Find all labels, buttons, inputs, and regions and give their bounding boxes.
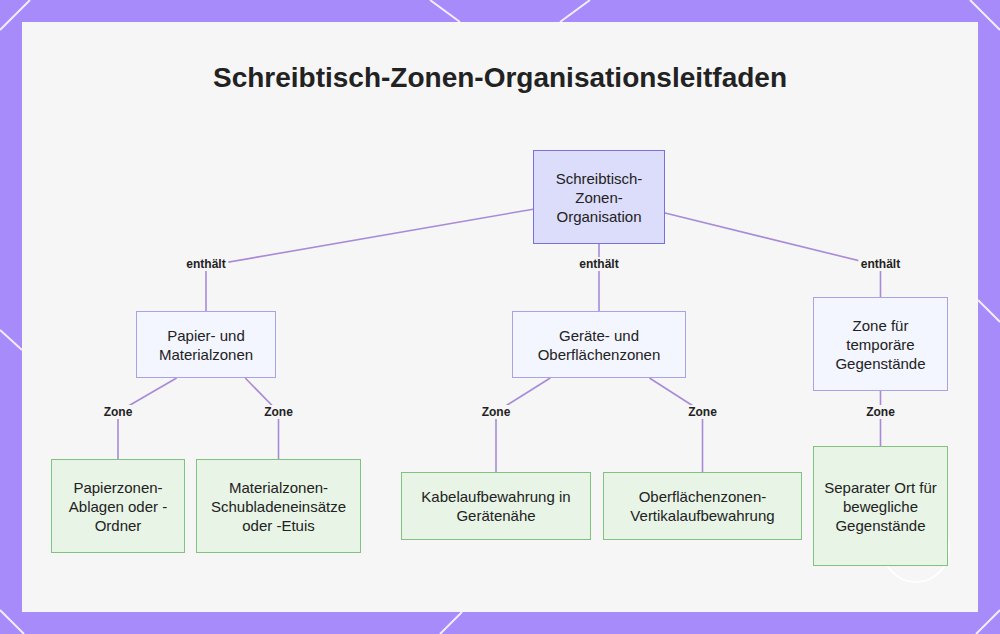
category-box: Zone für temporäre Gegenstände: [813, 297, 948, 391]
node-text: Geräte- und Oberflächenzonen: [523, 326, 675, 364]
node-text: Schreibtisch- Zonen- Organisation: [544, 169, 654, 226]
root-box: Schreibtisch- Zonen- Organisation: [533, 150, 665, 244]
connector-line: [649, 378, 702, 472]
edge-label: Zone: [685, 405, 720, 419]
edge-label: Zone: [479, 405, 514, 419]
zone-box: Kabelaufbewahrung in Gerätenähe: [401, 472, 591, 540]
node-text: Separater Ort für bewegliche Gegenstände: [824, 478, 937, 535]
edge-label: enthält: [183, 257, 228, 271]
zone-box: Oberflächenzonen- Vertikalaufbewahrung: [603, 472, 802, 540]
edge-label: Zone: [863, 405, 898, 419]
edge-label: enthält: [858, 257, 903, 271]
connector-line: [496, 378, 550, 472]
zone-box: Papierzonen- Ablagen oder -Ordner: [51, 459, 185, 553]
edge-label: Zone: [101, 405, 136, 419]
edge-label: enthält: [576, 257, 621, 271]
node-text: Kabelaufbewahrung in Gerätenähe: [412, 487, 580, 525]
node-text: Oberflächenzonen- Vertikalaufbewahrung: [614, 487, 791, 525]
zone-box: Materialzonen- Schubladeneinsätze oder -…: [196, 459, 361, 553]
category-box: Geräte- und Oberflächenzonen: [512, 311, 686, 378]
node-text: Papier- und Materialzonen: [147, 326, 265, 364]
connector-line: [665, 213, 881, 297]
connector-line: [598, 244, 600, 311]
diagram-title: Schreibtisch-Zonen-Organisationsleitfade…: [0, 62, 1000, 94]
node-text: Zone für temporäre Gegenstände: [824, 316, 937, 373]
node-text: Papierzonen- Ablagen oder -Ordner: [62, 478, 174, 535]
edge-label: Zone: [261, 405, 296, 419]
category-box: Papier- und Materialzonen: [136, 311, 276, 378]
node-text: Materialzonen- Schubladeneinsätze oder -…: [207, 478, 350, 535]
zone-box: Separater Ort für bewegliche Gegenstände: [813, 446, 948, 566]
connector-line: [206, 209, 533, 311]
